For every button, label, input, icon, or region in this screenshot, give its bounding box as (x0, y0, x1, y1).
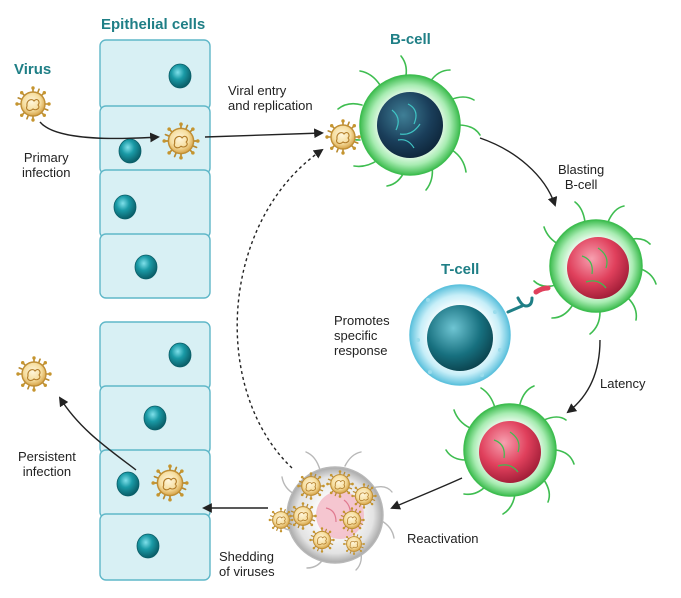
label-blasting-b-cell-line2: B-cell (564, 177, 598, 192)
label-t-cell: T-cell (441, 261, 480, 278)
epithelial-layer-top (99, 39, 211, 299)
virus-icon (325, 469, 355, 499)
label-viral-entry: Viral entry and replication (228, 83, 313, 113)
b-cell (337, 55, 481, 191)
arrow-icon (39, 121, 160, 143)
label-primary-infection-line1: Primary (23, 150, 69, 165)
label-primary-infection: Primary infection (22, 150, 70, 180)
label-shedding-line1: Shedding (219, 549, 274, 564)
virus-icon (350, 482, 378, 510)
label-blasting-b-cell-line1: Blasting (558, 162, 605, 177)
label-persistent-infection: Persistent infection (18, 449, 76, 479)
label-promotes-response: Promotes specific response (334, 313, 390, 358)
virus-icon (14, 85, 52, 123)
label-shedding-of-viruses: Shedding of viruses (219, 549, 275, 579)
virus-icon (342, 532, 366, 556)
label-latency: Latency (600, 376, 646, 391)
arrow-icon (479, 137, 558, 207)
virus-icon (268, 507, 294, 533)
label-primary-infection-line2: infection (22, 165, 71, 180)
epithelial-layer-bottom (99, 321, 211, 581)
label-reactivation: Reactivation (407, 531, 479, 546)
label-promotes-line2: specific (334, 328, 378, 343)
latent-b-cell (445, 385, 575, 515)
virus-icon (288, 501, 318, 531)
arrow-icon (236, 148, 324, 469)
arrow-icon (58, 396, 137, 471)
arrow-icon (566, 339, 601, 414)
virus-icon (296, 471, 326, 501)
virus-icon (15, 355, 53, 393)
virus-icon (308, 526, 336, 554)
virus-icon (161, 121, 201, 161)
arrow-icon (204, 128, 324, 139)
label-epithelial-cells: Epithelial cells (101, 16, 206, 33)
label-persistent-line2: infection (22, 464, 72, 479)
label-promotes-line3: response (334, 343, 388, 358)
label-persistent-line1: Persistent (18, 449, 76, 464)
virus-icon (338, 506, 366, 534)
blasting-b-cell (533, 201, 657, 335)
virus-icon (150, 463, 190, 503)
label-blasting-b-cell: Blasting B-cell (558, 162, 604, 192)
label-viral-entry-line2: and replication (228, 98, 313, 113)
virus-icon (324, 118, 362, 156)
label-promotes-line1: Promotes (334, 313, 390, 328)
label-b-cell: B-cell (390, 31, 431, 48)
label-viral-entry-line1: Viral entry (228, 83, 287, 98)
label-shedding-line2: of viruses (219, 564, 275, 579)
t-cell (409, 284, 551, 386)
label-virus: Virus (14, 61, 52, 78)
arrow-icon (390, 477, 463, 510)
